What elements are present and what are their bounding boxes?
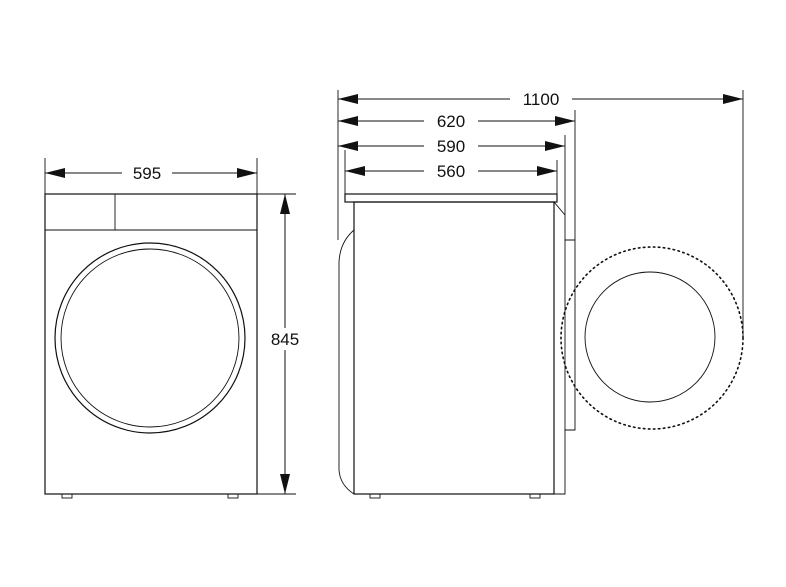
extension-lines [44,90,744,495]
label-depth-body: 560 [437,162,465,181]
label-height: 845 [271,330,299,349]
dimension-depth-body: 560 [345,160,557,182]
front-cabinet-outline [44,193,258,495]
worktop-outline [344,193,558,203]
door-ring-inner [60,248,240,428]
front-foot-right [227,493,239,499]
front-view [44,193,258,499]
label-depth-door-open: 1100 [523,90,560,109]
dimension-depth-total: 620 [338,110,575,132]
side-body-outline [353,201,555,495]
side-foot-front [529,493,541,499]
dimension-front-width: 595 [45,162,257,184]
label-depth-body-top: 590 [437,137,465,156]
door-ring-outer [54,242,246,434]
dimension-height: 845 [263,194,307,494]
dimension-depth-body-top: 590 [338,135,565,157]
front-profile [553,201,576,495]
rear-profile [338,229,355,495]
label-depth-total: 620 [437,112,465,131]
side-foot-rear [369,493,381,499]
open-door-glass [584,271,716,403]
front-foot-left [61,493,73,499]
side-view [338,193,744,499]
label-front-width: 595 [133,164,161,183]
dimension-depth-door-open: 1100 [338,88,743,110]
